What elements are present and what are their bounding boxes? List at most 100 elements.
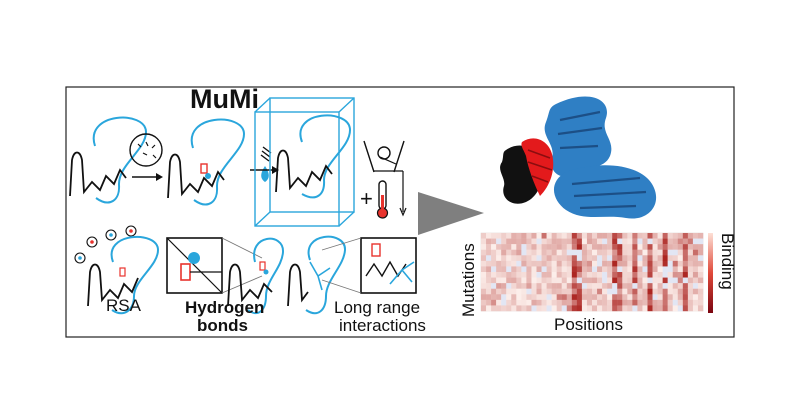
heatmap-cell bbox=[546, 283, 552, 289]
heatmap-cell bbox=[677, 294, 684, 301]
heatmap-cell bbox=[586, 288, 593, 295]
heatmap-cell bbox=[586, 238, 593, 245]
heatmap-cell bbox=[677, 266, 684, 273]
heatmap-cell bbox=[647, 244, 653, 250]
heatmap-cell bbox=[607, 266, 613, 273]
heatmap-cell bbox=[566, 288, 573, 295]
heatmap-cell bbox=[556, 255, 562, 262]
heatmap-cell bbox=[652, 244, 658, 250]
heatmap-cell bbox=[506, 266, 512, 273]
heatmap-cell bbox=[682, 244, 689, 250]
heatmap-cell bbox=[597, 266, 603, 273]
heatmap-cell bbox=[496, 266, 502, 273]
heatmap-cell bbox=[556, 238, 562, 245]
heatmap-cell bbox=[561, 305, 567, 312]
heatmap-cell bbox=[581, 299, 588, 306]
heatmap-cell bbox=[506, 255, 512, 262]
figure-frame bbox=[65, 86, 735, 338]
heatmap-cell bbox=[607, 305, 613, 312]
heatmap-cell bbox=[481, 277, 487, 284]
heatmap-cell bbox=[506, 277, 512, 284]
heatmap-cell bbox=[531, 299, 537, 306]
heatmap-cell bbox=[576, 244, 583, 250]
heatmap-cell bbox=[622, 238, 628, 245]
heatmap-cell bbox=[597, 255, 603, 262]
heatmap-cell bbox=[607, 249, 613, 256]
heatmap-cell bbox=[597, 305, 603, 312]
heatmap-cell bbox=[491, 244, 497, 250]
heatmap-cell bbox=[677, 288, 684, 295]
heatmap-cell bbox=[486, 238, 492, 245]
heatmap-cell bbox=[622, 305, 628, 312]
heatmap-cell bbox=[531, 288, 537, 295]
heatmap-cell bbox=[687, 266, 694, 273]
heatmap-cell bbox=[541, 233, 547, 239]
heatmap-cell bbox=[672, 260, 678, 267]
heatmap-cell bbox=[586, 283, 593, 289]
heatmap-cell bbox=[541, 266, 547, 273]
heatmap-cell bbox=[511, 249, 517, 256]
heatmap-cell bbox=[581, 244, 588, 250]
heatmap-cell bbox=[682, 249, 689, 256]
heatmap-cell bbox=[521, 283, 527, 289]
heatmap-cell bbox=[682, 288, 689, 295]
heatmap-cell bbox=[586, 294, 593, 301]
heatmap-cell bbox=[526, 260, 532, 267]
heatmap-cell bbox=[506, 260, 512, 267]
heatmap-cell bbox=[597, 233, 603, 239]
heatmap-cell bbox=[501, 266, 507, 273]
heatmap-cell bbox=[627, 260, 633, 267]
heatmap-cell bbox=[662, 277, 668, 284]
heatmap-cell bbox=[657, 255, 663, 262]
heatmap-cell bbox=[571, 233, 578, 239]
heatmap-cell bbox=[642, 277, 648, 284]
heatmap-cell bbox=[526, 266, 532, 273]
heatmap-cell bbox=[496, 283, 502, 289]
heatmap-cell bbox=[516, 233, 522, 239]
heatmap-cell bbox=[576, 255, 583, 262]
heatmap-cell bbox=[526, 288, 532, 295]
heatmap-xlabel: Positions bbox=[554, 315, 623, 334]
heatmap-cell bbox=[602, 272, 608, 278]
heatmap-cell bbox=[672, 244, 678, 250]
heatmap-cell bbox=[551, 260, 557, 267]
heatmap-cell bbox=[592, 288, 598, 295]
heatmap-cell bbox=[687, 249, 694, 256]
heatmap-cell bbox=[682, 283, 689, 289]
heatmap-cell bbox=[667, 238, 673, 245]
heatmap-cell bbox=[697, 294, 704, 301]
heatmap-cell bbox=[491, 266, 497, 273]
heatmap-cell bbox=[536, 272, 542, 278]
heatmap-cell bbox=[597, 283, 603, 289]
heatmap-cell bbox=[491, 272, 497, 278]
heatmap-cell bbox=[632, 244, 638, 250]
heatmap-cell bbox=[546, 277, 552, 284]
heatmap-cell bbox=[576, 233, 583, 239]
heatmap-cell bbox=[501, 294, 507, 301]
heatmap-cell bbox=[541, 272, 547, 278]
heatmap-cell bbox=[516, 272, 522, 278]
heatmap-cell bbox=[667, 288, 673, 295]
arrow-step-1 bbox=[132, 173, 163, 181]
heatmap-cell bbox=[546, 244, 552, 250]
heatmap-cell bbox=[566, 249, 573, 256]
heatmap-cell bbox=[672, 305, 678, 312]
heatmap-cell bbox=[531, 294, 537, 301]
heatmap-cell bbox=[642, 249, 648, 256]
heatmap-cell bbox=[692, 288, 699, 295]
heatmap-cell bbox=[652, 277, 658, 284]
heatmap-cell bbox=[602, 255, 608, 262]
heatmap-cell bbox=[637, 249, 643, 256]
heatmap-cell bbox=[546, 255, 552, 262]
heatmap-cell bbox=[612, 233, 618, 239]
heatmap-cell bbox=[657, 288, 663, 295]
heatmap-cell bbox=[521, 255, 527, 262]
heatmap-cell bbox=[637, 288, 643, 295]
heatmap-cell bbox=[697, 299, 704, 306]
heatmap-cell bbox=[612, 255, 618, 262]
heatmap-cell bbox=[677, 277, 684, 284]
heatmap-cell bbox=[647, 238, 653, 245]
heatmap-cell bbox=[526, 283, 532, 289]
heatmap-cell bbox=[546, 249, 552, 256]
